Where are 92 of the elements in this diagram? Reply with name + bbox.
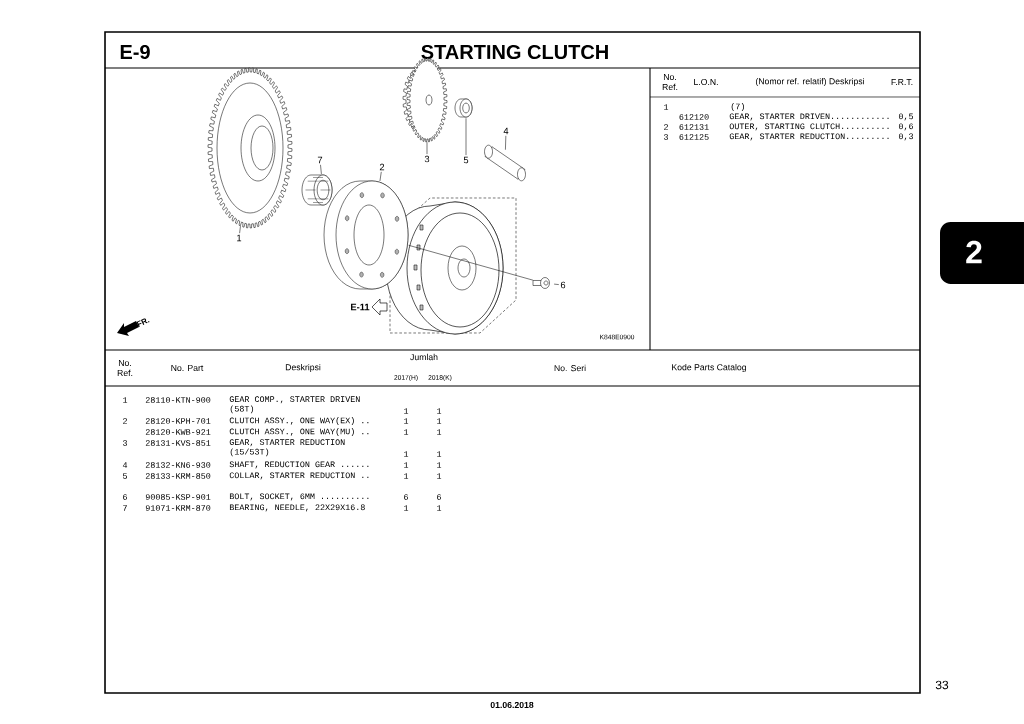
clutch-ring-drawing — [323, 180, 409, 290]
table-cell: 28131-KVS-851 — [145, 440, 211, 446]
table-cell: CLUTCH ASSY., ONE WAY(EX) .. — [229, 417, 369, 425]
table-cell: 1 — [437, 418, 442, 424]
table-cell: 0,6 — [898, 123, 913, 131]
gear-drawing — [402, 57, 448, 143]
table-cell: 0,5 — [898, 113, 914, 121]
table-cell: 1 — [404, 505, 409, 511]
table-cell: 1 — [404, 408, 409, 414]
bolt-drawing — [532, 277, 550, 289]
table-cell: 28132-KN6-930 — [145, 462, 211, 468]
leader-line — [239, 225, 241, 234]
table-cell: 6 — [404, 494, 408, 500]
table-cell: GEAR, STARTER REDUCTION (15/53T) — [229, 439, 345, 457]
collar-drawing — [454, 98, 473, 118]
table-cell: GEAR, STARTER REDUCTION......... — [729, 133, 889, 141]
table-cell: 90085-KSP-901 — [145, 494, 211, 500]
table-cell: 1 — [404, 429, 409, 435]
bearing-drawing — [301, 174, 333, 206]
callout-number: 7 — [317, 156, 323, 164]
table-cell: 28110-KTN-900 — [145, 397, 211, 403]
table-cell: 3 — [664, 134, 668, 140]
table-cell: 1 — [404, 473, 409, 479]
date: 01.06.2018 — [490, 701, 534, 709]
reference-label: E-11 — [351, 303, 370, 311]
column-header: No. Ref. — [117, 360, 133, 376]
column-header: No. Part — [171, 365, 204, 371]
callout-number: 2 — [379, 163, 385, 171]
table-cell: SHAFT, REDUCTION GEAR ...... — [229, 461, 369, 469]
shaft-drawing — [484, 144, 526, 182]
direction-label: FR. — [136, 318, 150, 327]
page-number: 33 — [935, 680, 949, 690]
table-cell: 2 — [664, 124, 668, 130]
section-code: E-9 — [120, 44, 150, 60]
leader-line — [553, 283, 560, 285]
reference-arrow — [371, 298, 388, 316]
callout-number: 4 — [503, 127, 509, 135]
column-header: No. Seri — [554, 364, 586, 372]
table-cell: 1 — [437, 462, 442, 468]
table-cell: OUTER, STARTING CLUTCH.......... — [729, 123, 889, 131]
table-cell: 1 — [123, 397, 128, 403]
table-cell: 1 — [664, 104, 669, 110]
column-header: Deskripsi — [285, 363, 321, 373]
table-cell: 5 — [123, 473, 127, 479]
table-cell: 1 — [437, 451, 442, 457]
callout-number: 6 — [560, 281, 566, 289]
leader-line — [379, 171, 382, 182]
table-cell: 28120-KPH-701 — [145, 418, 211, 424]
callout-number: 1 — [237, 234, 242, 242]
table-cell: 7 — [123, 505, 127, 511]
table-cell: 612120 — [679, 114, 709, 120]
table-cell: 6 — [437, 494, 441, 500]
table-cell: 6 — [123, 494, 127, 500]
table-cell: COLLAR, STARTER REDUCTION .. — [229, 472, 369, 480]
table-cell: (7) — [731, 103, 744, 111]
table-cell: 1 — [437, 408, 442, 414]
column-header: Kode Parts Catalog — [672, 363, 746, 373]
column-header: F.R.T. — [891, 79, 913, 85]
table-cell: 28120-KWB-921 — [145, 429, 211, 435]
column-header: Jumlah — [410, 353, 438, 361]
leader-line — [465, 118, 467, 156]
table-cell: BOLT, SOCKET, 6MM .......... — [229, 493, 369, 501]
table-cell: 0,3 — [898, 133, 914, 141]
leader-line — [426, 142, 428, 155]
table-cell: 612131 — [679, 124, 709, 130]
callout-number: 5 — [463, 156, 469, 164]
table-cell: 1 — [437, 429, 442, 435]
table-cell: 1 — [404, 418, 409, 424]
table-cell: 91071-KRM-870 — [145, 505, 211, 511]
gear-drawing — [207, 67, 293, 229]
chapter-tab: 2 — [940, 222, 1024, 284]
table-cell: 28133-KRM-850 — [145, 473, 211, 479]
table-cell: GEAR COMP., STARTER DRIVEN (58T) — [229, 396, 360, 414]
column-header: (Nomor ref. relatif) Deskripsi — [755, 77, 864, 87]
table-cell: 1 — [404, 451, 409, 457]
leader-line — [408, 245, 534, 281]
table-cell: CLUTCH ASSY., ONE WAY(MU) .. — [229, 428, 369, 436]
leader-line — [505, 135, 507, 150]
column-header: L.O.N. — [694, 78, 718, 86]
table-cell: 1 — [437, 505, 442, 511]
table-cell: BEARING, NEEDLE, 22X29X16.8 — [229, 504, 365, 512]
table-cell: 612125 — [679, 134, 709, 140]
column-header: No. Ref. — [662, 74, 678, 90]
callout-number: 3 — [424, 155, 430, 163]
table-cell: 1 — [404, 462, 409, 468]
table-cell: GEAR, STARTER DRIVEN............ — [729, 113, 889, 121]
table-cell: 1 — [437, 473, 442, 479]
table-cell: 3 — [123, 440, 127, 446]
title: STARTING CLUTCH — [421, 44, 608, 60]
table-cell: 2 — [123, 418, 127, 424]
leader-line — [320, 164, 322, 175]
table-cell: 4 — [122, 462, 128, 468]
